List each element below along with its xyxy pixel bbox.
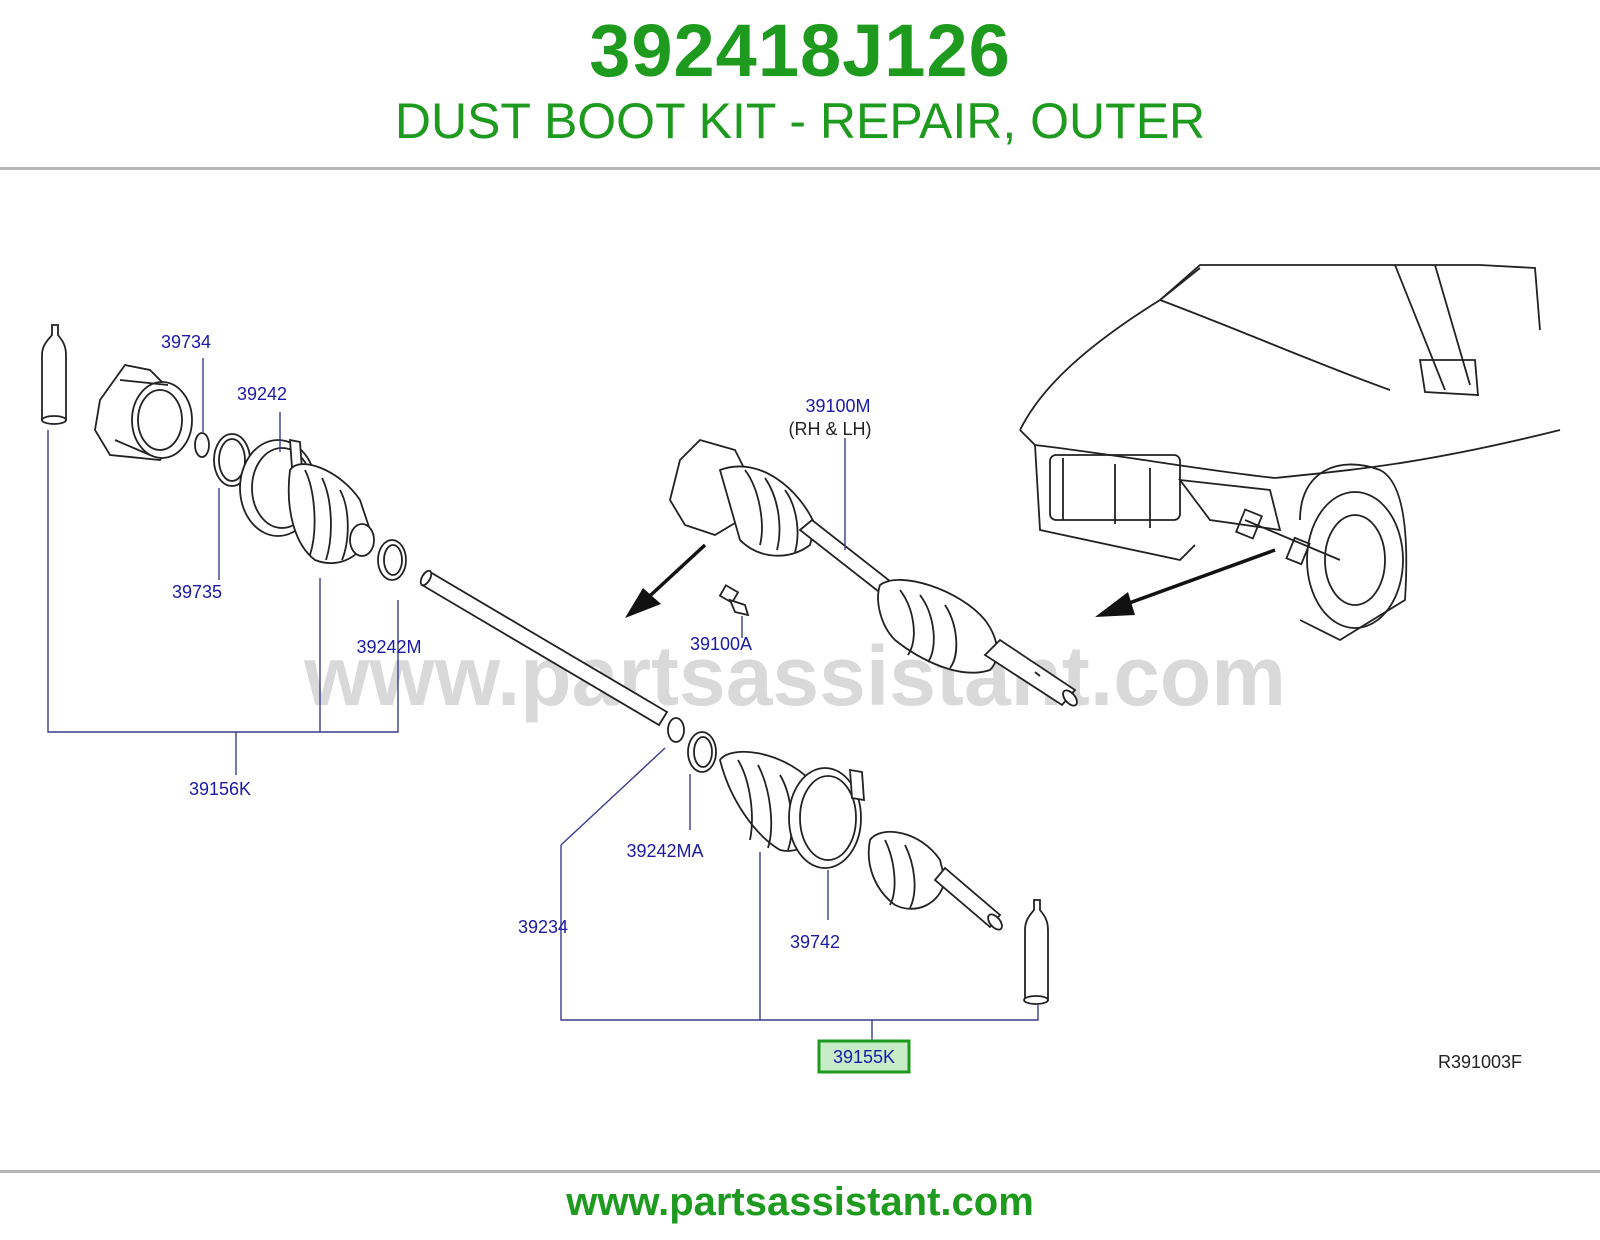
page-header: 392418J126 DUST BOOT KIT - REPAIR, OUTER <box>0 0 1600 170</box>
snap-ring-39735-small <box>194 432 210 458</box>
highlight-box-39155K <box>817 1039 911 1074</box>
grease-tube-right <box>1023 899 1049 1005</box>
part-description: DUST BOOT KIT - REPAIR, OUTER <box>394 93 1206 149</box>
complete-shaft-39100M <box>669 438 1078 707</box>
label-39734[interactable]: 39734 <box>161 332 211 352</box>
watermark: www.partsassistant.com <box>303 629 1286 723</box>
label-39156K[interactable]: 39156K <box>189 779 251 799</box>
bolt-39100A <box>718 584 750 617</box>
label-39242M[interactable]: 39242M <box>356 637 421 657</box>
label-39742[interactable]: 39742 <box>790 932 840 952</box>
parts-diagram: www.partsassistant.com <box>0 240 1600 1100</box>
label-39234[interactable]: 39234 <box>518 917 568 937</box>
grease-tube-left <box>41 324 67 425</box>
leader-lines <box>47 358 1039 1042</box>
footer-url-link[interactable]: www.partsassistant.com <box>566 1180 1034 1224</box>
vehicle-illustration <box>1019 264 1561 642</box>
snap-ring-small-lower <box>667 717 685 743</box>
label-39100M-sub: (RH & LH) <box>788 419 871 439</box>
direction-arrow-shaft <box>625 543 707 618</box>
label-39242[interactable]: 39242 <box>237 384 287 404</box>
label-39100A[interactable]: 39100A <box>690 634 752 654</box>
inner-boot <box>287 463 375 565</box>
label-39735[interactable]: 39735 <box>172 582 222 602</box>
part-number-title: 392418J126 <box>589 9 1011 92</box>
label-39155K[interactable]: 39155K <box>833 1047 895 1067</box>
label-39100M[interactable]: 39100M <box>805 396 870 416</box>
diagram-code: R391003F <box>1438 1052 1522 1072</box>
housing-39734-part <box>94 364 193 461</box>
label-39242MA[interactable]: 39242MA <box>626 841 703 861</box>
band-39242MA <box>687 731 717 773</box>
header-divider <box>0 167 1600 170</box>
footer-divider <box>0 1170 1600 1173</box>
band-39242M <box>377 539 407 581</box>
band-39742 <box>788 767 865 869</box>
direction-arrow-car <box>1095 548 1276 617</box>
outer-joint <box>867 831 1003 931</box>
drive-shaft-39234 <box>419 569 669 727</box>
